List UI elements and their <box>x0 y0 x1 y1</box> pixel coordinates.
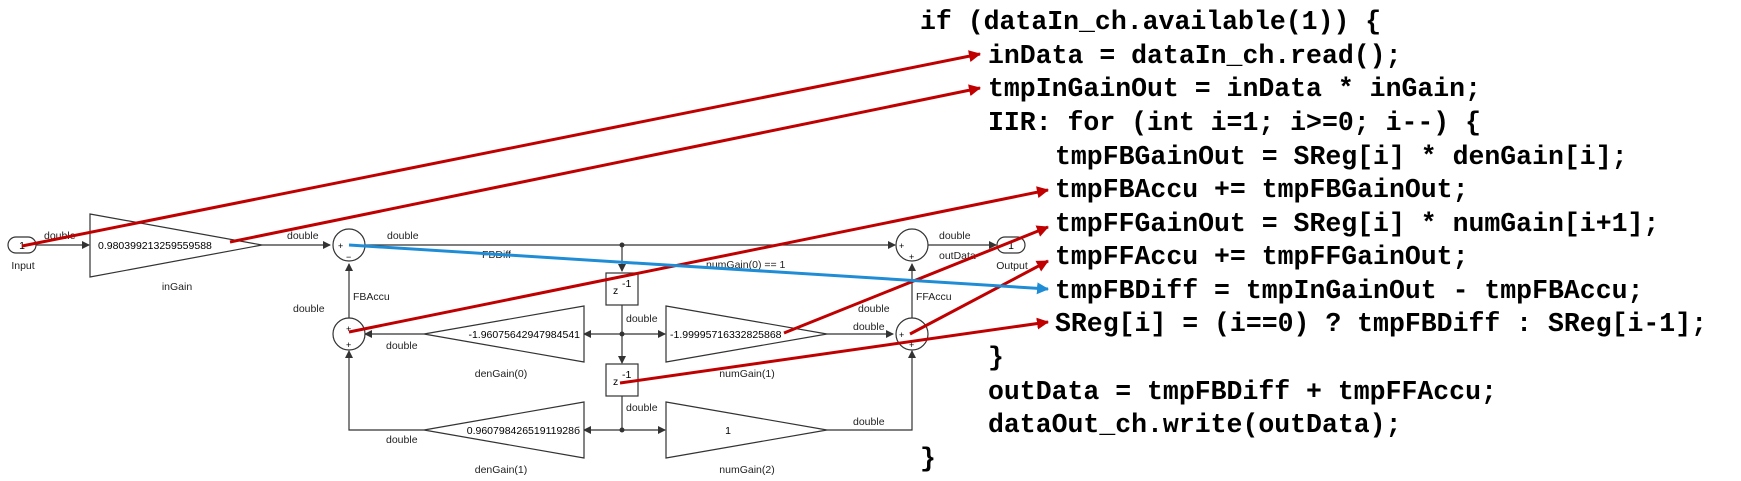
arrow-delay-to-sreg <box>619 317 1049 385</box>
signal-label-ffaccu-double-top: double <box>858 303 890 315</box>
numgain2-value: 1 <box>725 425 731 437</box>
signal-label-num1-out: double <box>853 321 885 333</box>
arrow-ffaccu-to-code <box>909 259 1049 336</box>
output-port-name: Output <box>996 260 1028 272</box>
signal-label-outdata-double: double <box>939 230 971 242</box>
numgain2-block[interactable]: 1 numGain(2) <box>665 401 828 476</box>
sum-ffaccu-plus-left: + <box>899 330 904 340</box>
wires <box>36 241 997 434</box>
signal-label-fbaccu-double: double <box>293 303 325 315</box>
code-line-ingain: tmpInGainOut = inData * inGain; <box>988 74 1481 104</box>
ingain-name: inGain <box>162 281 193 293</box>
numgain1-block[interactable]: -1.99995716332825868 numGain(1) <box>665 305 828 380</box>
signal-label-delay2-out: double <box>626 402 658 414</box>
sum-fbdiff-minus: − <box>346 252 351 262</box>
output-port-number: 1 <box>1008 240 1014 252</box>
code-line-for: IIR: for (int i=1; i>=0; i--) { <box>988 108 1481 138</box>
ingain-value: 0.980399213259559588 <box>98 240 212 252</box>
code-line-close-if: } <box>920 444 936 474</box>
code-line-if: if (dataIn_ch.available(1)) { <box>920 7 1381 37</box>
ingain-block[interactable]: 0.980399213259559588 inGain <box>89 213 263 293</box>
signal-label-fbdiff-out: double <box>387 230 419 242</box>
code-line-fbdiff: tmpFBDiff = tmpInGainOut - tmpFBAccu; <box>1055 276 1643 306</box>
arrow-ingain-to-ingainout <box>229 84 981 244</box>
numgain2-name: numGain(2) <box>719 464 774 476</box>
arrow-fbdiff-to-code <box>348 243 1049 295</box>
sum-fbaccu-plus-bottom: + <box>346 340 351 350</box>
sum-fbaccu-plus-top: + <box>346 324 351 334</box>
signal-label-outdata: outData <box>939 250 976 262</box>
output-port[interactable]: 1 Output <box>996 236 1028 272</box>
dengain0-value: -1.96075642947984541 <box>468 329 580 341</box>
dengain0-block[interactable]: -1.96075642947984541 denGain(0) <box>423 305 585 380</box>
unit-delay-2-exp: -1 <box>622 369 631 381</box>
dengain1-block[interactable]: 0.96079842651911928б denGain(1) <box>423 401 585 476</box>
dengain1-value: 0.96079842651911928б <box>467 425 580 437</box>
unit-delay-1-exp: -1 <box>622 278 631 290</box>
sum-fbdiff-plus: + <box>338 241 343 251</box>
code-line-outdata: outData = tmpFBDiff + tmpFFAccu; <box>988 377 1497 407</box>
input-port[interactable]: 1 Input <box>7 236 37 272</box>
code-line-fbgain: tmpFBGainOut = SReg[i] * denGain[i]; <box>1055 142 1628 172</box>
arrow-input-to-read <box>21 50 981 248</box>
sum-ffaccu-plus-bottom: + <box>909 340 914 350</box>
numgain1-name: numGain(1) <box>719 368 774 380</box>
signal-label-den1-out: double <box>386 434 418 446</box>
unit-delay-2-z: z <box>613 376 618 388</box>
code-line-read: inData = dataIn_ch.read(); <box>988 41 1401 71</box>
dengain0-name: denGain(0) <box>475 368 528 380</box>
code-line-write: dataOut_ch.write(outData); <box>988 410 1401 440</box>
signal-label-den0-out: double <box>386 340 418 352</box>
code-line-ffgain: tmpFFGainOut = SReg[i] * numGain[i+1]; <box>1055 209 1659 239</box>
signal-label-fbaccu: FBAccu <box>353 291 390 303</box>
input-port-name: Input <box>11 260 34 272</box>
simulink-diagram: 1 Input 0.980399213259559588 inGain + − … <box>7 213 1028 476</box>
sum-fbaccu[interactable]: + + <box>332 317 366 351</box>
sum-outdata-plus-left: + <box>899 241 904 251</box>
unit-delay-1-z: z <box>613 285 618 297</box>
signal-label-num2-out: double <box>853 416 885 428</box>
code-line-close-for: } <box>988 343 1004 373</box>
code-listing: if (dataIn_ch.available(1)) { inData = d… <box>920 7 1707 474</box>
signal-label-ffaccu: FFAccu <box>916 291 952 303</box>
arrow-fbaccu-to-code <box>348 186 1049 334</box>
sum-outdata[interactable]: + + <box>895 228 929 262</box>
mapping-arrows <box>21 50 1049 385</box>
sum-outdata-plus-bottom: + <box>909 252 914 262</box>
code-line-ffaccu: tmpFFAccu += tmpFFGainOut; <box>1055 242 1468 272</box>
code-line-sreg: SReg[i] = (i==0) ? tmpFBDiff : SReg[i-1]… <box>1055 309 1707 339</box>
numgain1-value: -1.99995716332825868 <box>670 329 782 341</box>
signal-label-ingain-out: double <box>287 230 319 242</box>
dengain1-name: denGain(1) <box>475 464 528 476</box>
code-line-fbaccu: tmpFBAccu += tmpFBGainOut; <box>1055 175 1468 205</box>
signal-label-delay1-out: double <box>626 313 658 325</box>
